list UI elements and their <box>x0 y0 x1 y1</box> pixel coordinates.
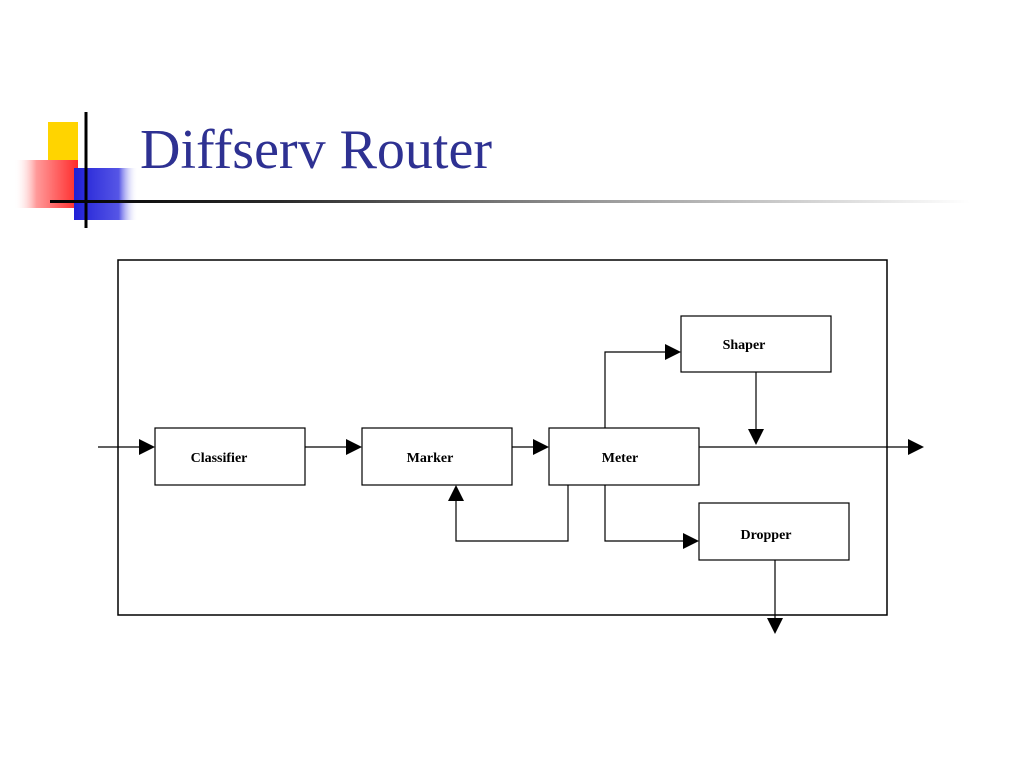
title-logo-icon <box>14 112 138 228</box>
arrowhead-shaper <box>665 344 681 360</box>
router-boundary <box>117 259 888 616</box>
arrowhead-shaper-output <box>748 429 764 445</box>
arrowhead-output <box>908 439 924 455</box>
arrowhead-marker <box>346 439 362 455</box>
marker-label: Marker <box>407 451 454 466</box>
dropper-box <box>698 502 850 561</box>
edge-meter-shaper <box>604 351 669 428</box>
arrowhead-meter <box>533 439 549 455</box>
meter-box <box>548 427 700 486</box>
classifier-label: Classifier <box>191 451 248 466</box>
title-underline <box>50 200 970 203</box>
classifier-box <box>154 427 306 486</box>
arrowhead-marker-feedback <box>448 485 464 501</box>
edge-meter-marker <box>455 485 569 542</box>
dropper-label: Dropper <box>740 528 791 543</box>
arrowhead-discard <box>767 618 783 634</box>
edge-meter-dropper <box>604 485 687 542</box>
slide-title: Diffserv Router <box>140 119 492 181</box>
shaper-box <box>680 315 832 373</box>
logo-yellow-square <box>48 122 78 164</box>
arrowhead-classifier <box>139 439 155 455</box>
meter-label: Meter <box>602 451 639 466</box>
shaper-label: Shaper <box>723 338 766 353</box>
marker-box <box>361 427 513 486</box>
arrowhead-dropper <box>683 533 699 549</box>
